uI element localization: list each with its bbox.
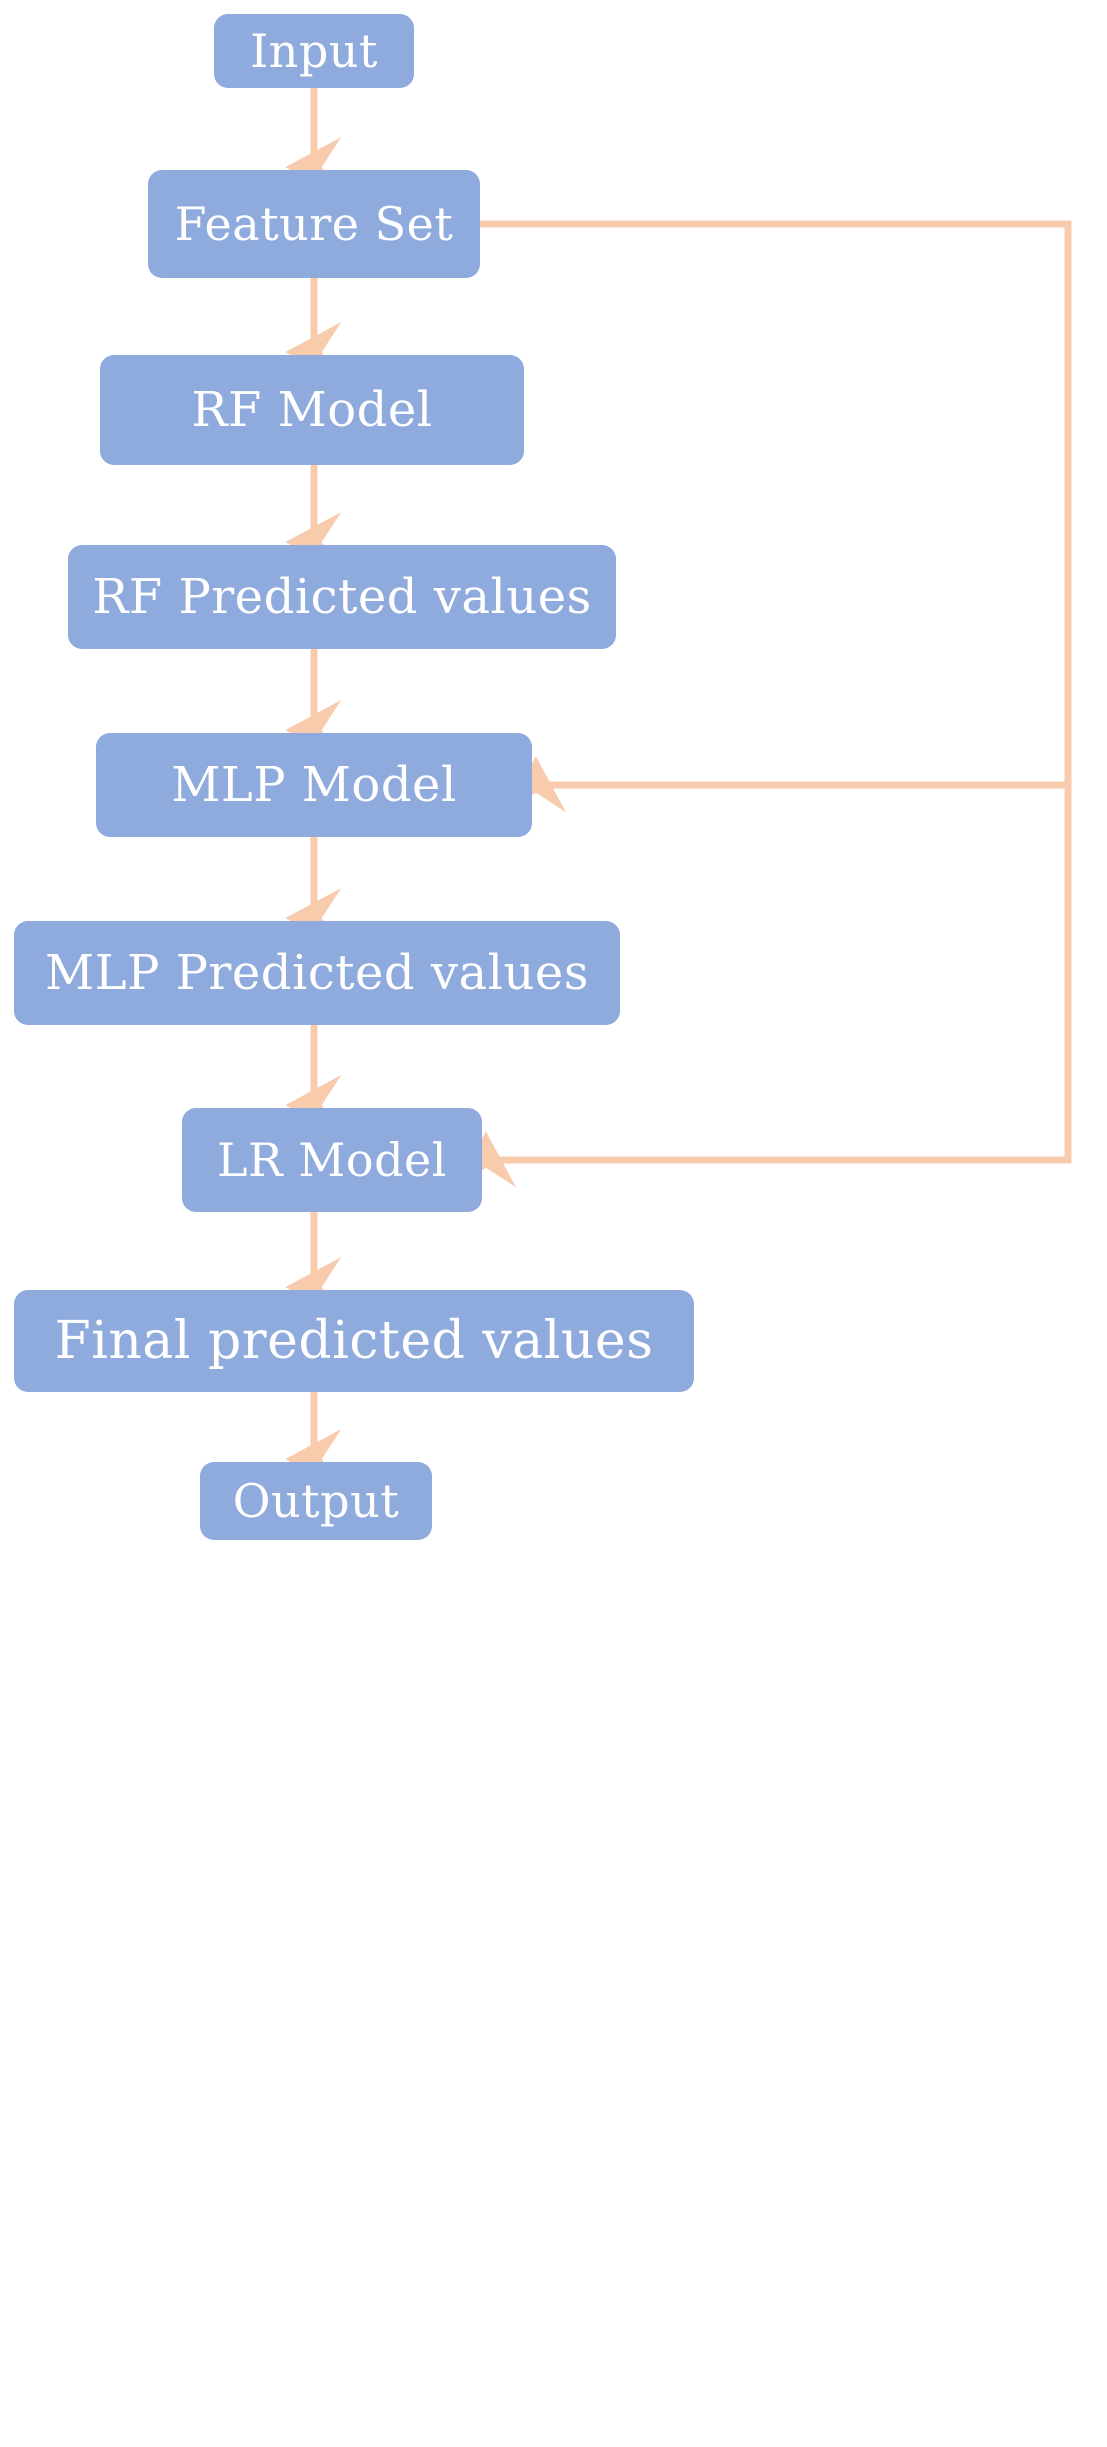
node-rf-model[interactable]: RF Model — [100, 355, 524, 465]
node-label: Input — [250, 24, 378, 78]
node-lr-model[interactable]: LR Model — [182, 1108, 482, 1212]
edge-feature-set-bypass-to-mlp-model — [480, 220, 1072, 813]
node-label: RF Predicted values — [92, 569, 592, 625]
node-label: MLP Predicted values — [45, 945, 589, 1001]
node-label: RF Model — [191, 382, 433, 438]
node-input[interactable]: Input — [214, 14, 414, 88]
node-label: Feature Set — [174, 197, 454, 251]
node-mlp-model[interactable]: MLP Model — [96, 733, 532, 837]
node-feature-set[interactable]: Feature Set — [148, 170, 480, 278]
node-label: MLP Model — [171, 757, 457, 813]
node-rf-predicted-values[interactable]: RF Predicted values — [68, 545, 616, 649]
node-output[interactable]: Output — [200, 1462, 432, 1540]
node-mlp-predicted-values[interactable]: MLP Predicted values — [14, 921, 620, 1025]
node-label: Output — [232, 1474, 400, 1528]
node-label: LR Model — [217, 1133, 447, 1187]
node-label: Final predicted values — [54, 1311, 654, 1371]
node-final-predicted-values[interactable]: Final predicted values — [14, 1290, 694, 1392]
